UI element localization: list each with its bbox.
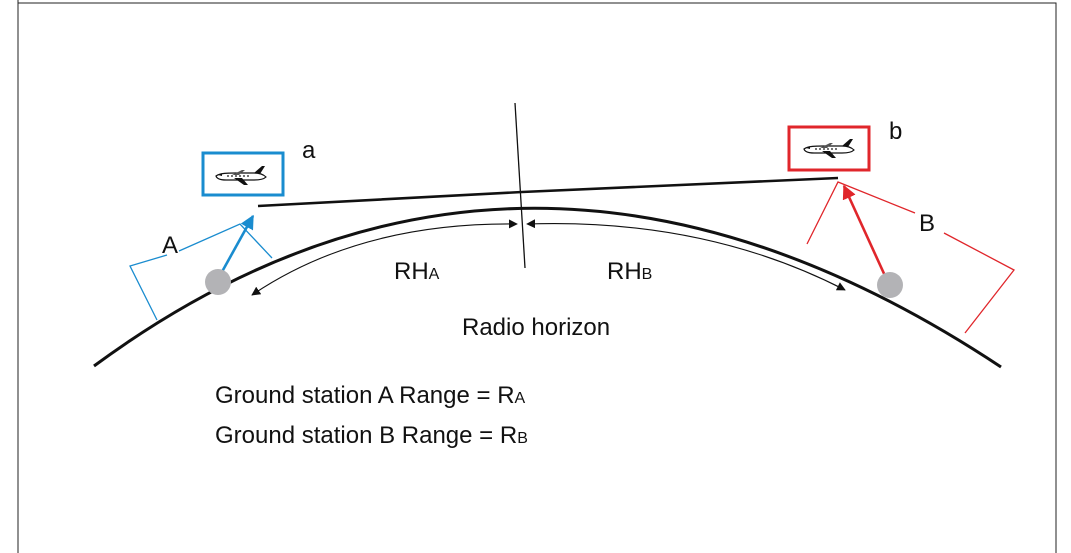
legend-range-a-text: Ground station A Range = R [215, 382, 515, 409]
range-b-label: B [919, 210, 935, 237]
airplane-icon [215, 165, 267, 186]
ground-station-icon [877, 272, 903, 298]
range-b-bracket [806, 181, 1015, 334]
diagram-frame [17, 0, 1057, 553]
legend-range-b-text: Ground station B Range = R [215, 422, 517, 449]
range-b-arrow [842, 184, 888, 279]
airplane-icon [803, 138, 855, 159]
rh-b-arrow [526, 219, 846, 291]
rh-b-main: RH [607, 258, 642, 285]
legend-range-a: Ground station A Range = RA [215, 382, 526, 409]
radio-horizon-label: Radio horizon [462, 314, 610, 341]
ground-station-icon [205, 269, 231, 295]
range-a-bracket [129, 223, 273, 321]
station-b-geometry [787, 125, 1015, 334]
rh-a-label: RHA [394, 258, 440, 285]
aircraft-b-label: b [889, 118, 902, 145]
aircraft-b-box [787, 125, 871, 172]
range-a-label: A [162, 232, 178, 259]
rh-a-main: RH [394, 258, 429, 285]
legend-range-b: Ground station B Range = RB [215, 422, 528, 449]
rh-a-sub: A [429, 266, 440, 283]
rh-b-label: RHB [607, 258, 652, 285]
range-a-arrow [216, 214, 255, 280]
station-a-geometry [129, 151, 285, 321]
tangent-marker [514, 102, 526, 269]
aircraft-a-box [201, 151, 285, 197]
rh-b-sub: B [642, 266, 653, 283]
line-of-sight [257, 176, 839, 208]
legend-range-a-sub: A [515, 390, 526, 407]
legend-range-b-sub: B [517, 430, 528, 447]
aircraft-a-label: a [302, 137, 316, 164]
rh-a-arrow [251, 219, 518, 296]
